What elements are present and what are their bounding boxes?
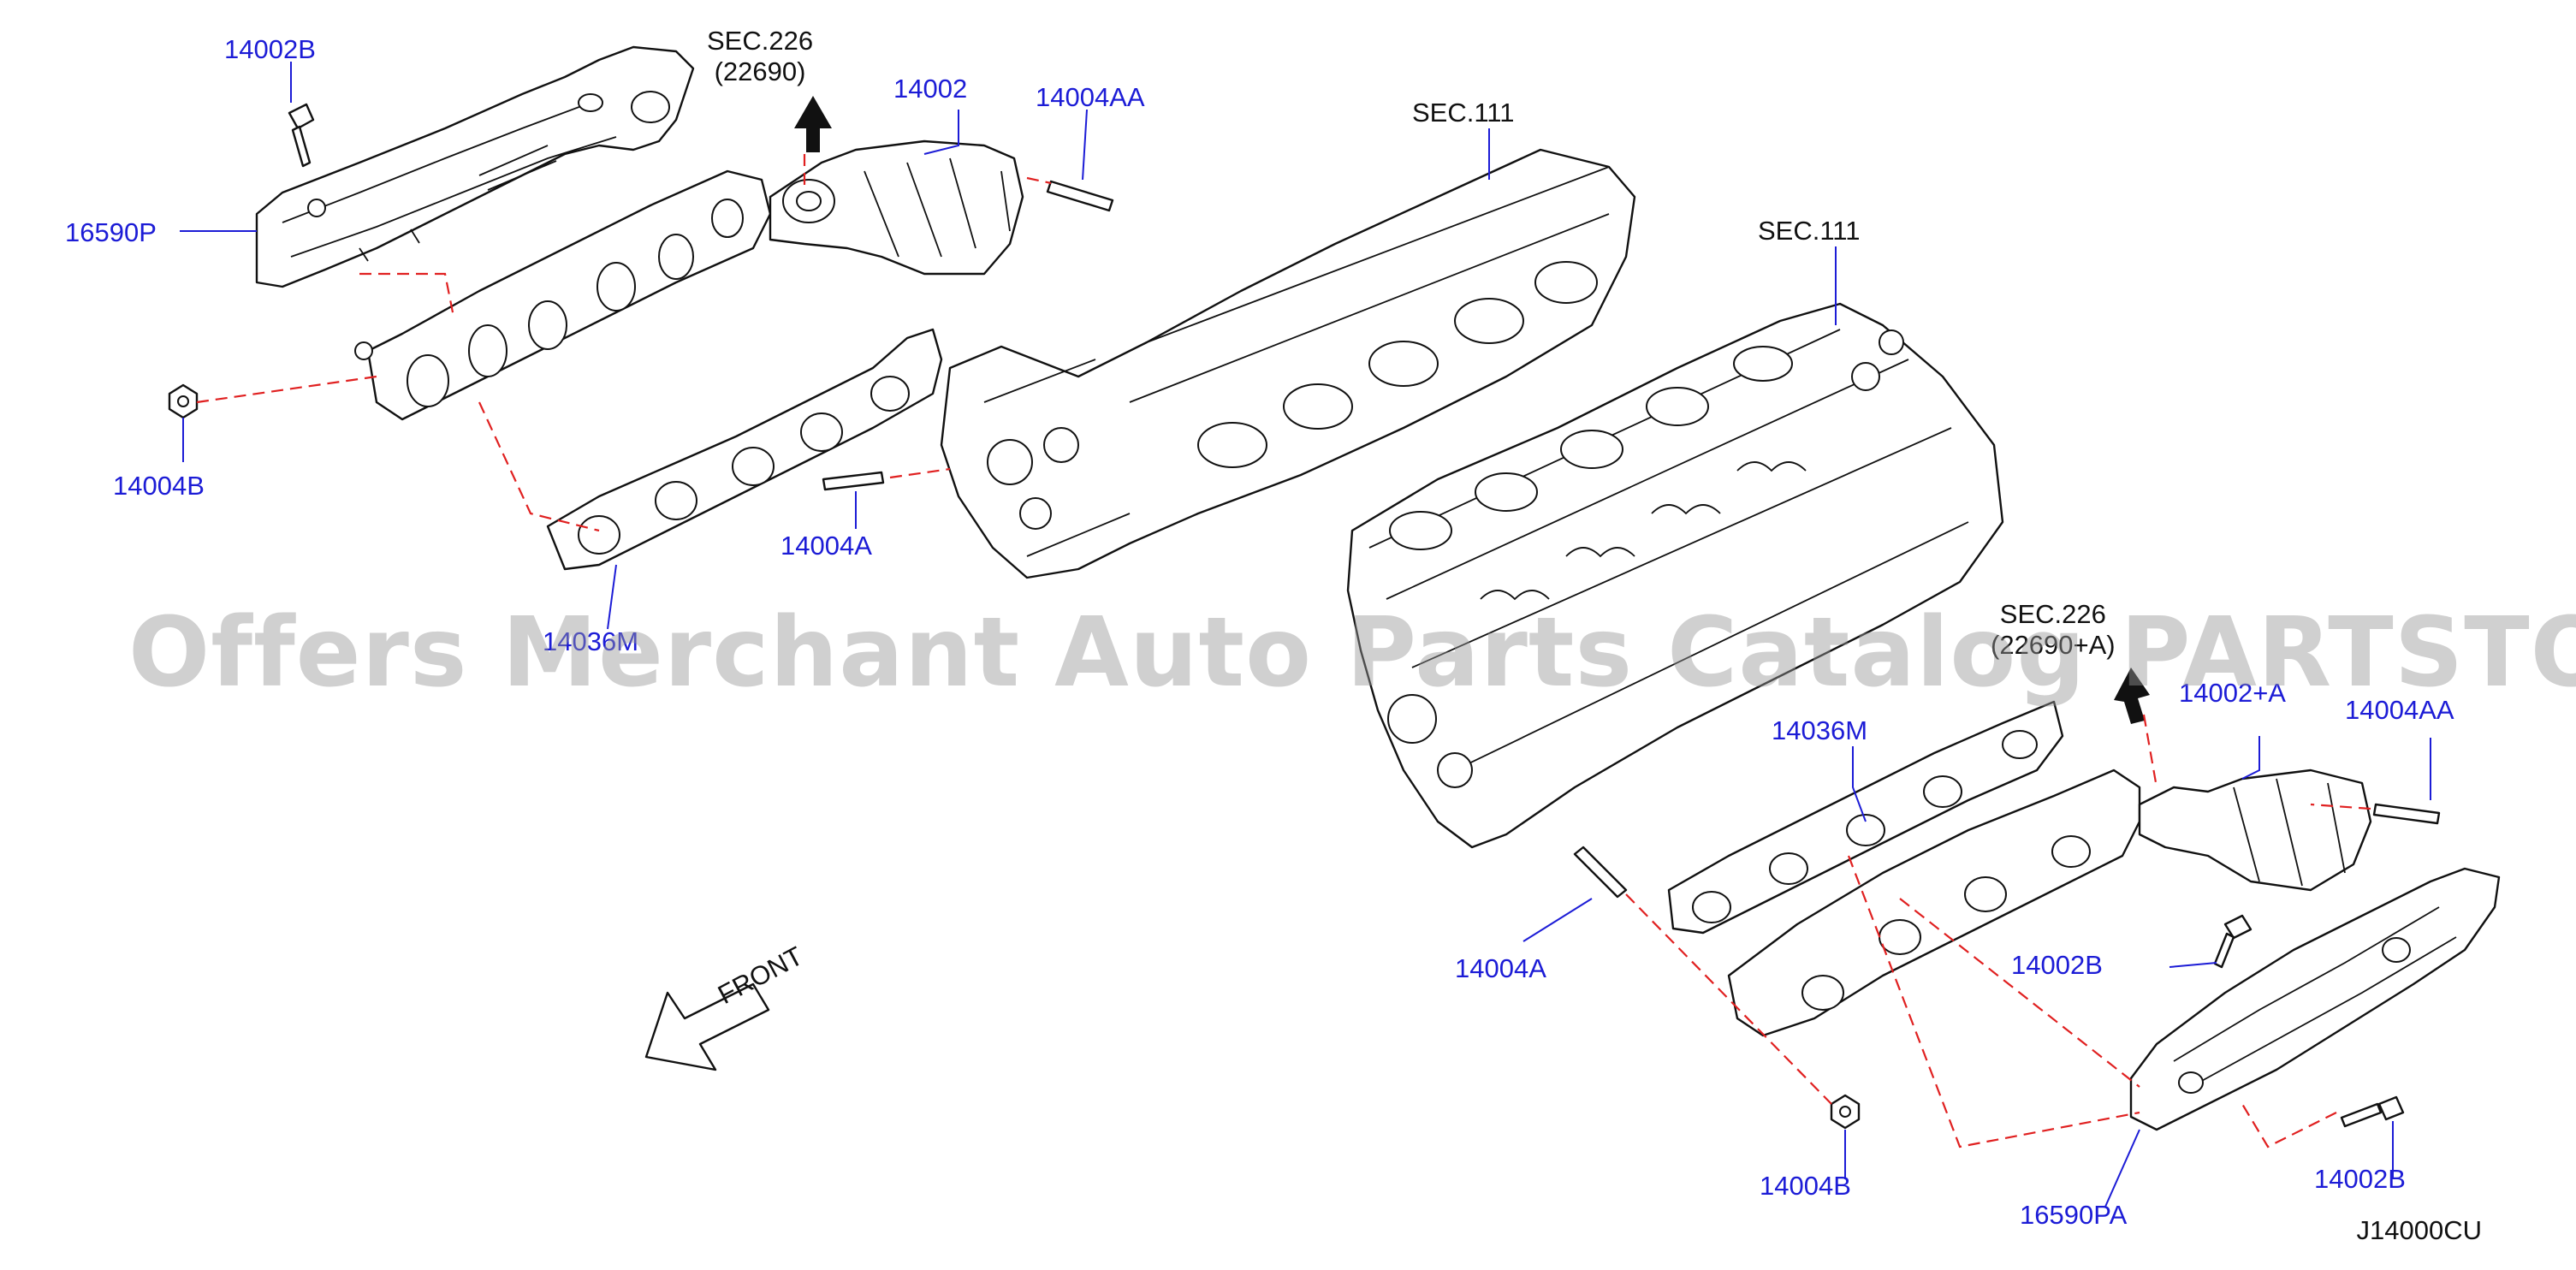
section-ref-111-right-line1: SEC.111 <box>1758 216 1861 246</box>
section-ref-111-left-line1: SEC.111 <box>1412 98 1515 128</box>
section-ref-111-left: SEC.111 <box>1412 98 1514 128</box>
section-ref-226-right-line2: (22690+A) <box>1991 629 2116 660</box>
part-label-14036m-left: 14036M <box>543 626 639 656</box>
bolt-14002b-bottom <box>2340 1095 2405 1128</box>
gasket-left <box>546 328 943 571</box>
stud-14004aa-right <box>2372 803 2441 825</box>
stud-14004aa-top <box>1046 180 1114 212</box>
catalytic-converter-right <box>2138 769 2372 892</box>
part-label-14004aa-top: 14004AA <box>1036 82 1145 112</box>
section-ref-226-top-line2: (22690) <box>714 56 806 86</box>
dashed-connections <box>196 154 2371 1148</box>
section-ref-226-top-line1: SEC.226 <box>707 26 814 56</box>
arrow-sec226-right <box>2114 668 2150 724</box>
part-label-14002a: 14002+A <box>2179 678 2286 708</box>
part-label-14004a-bottom: 14004A <box>1455 953 1546 983</box>
part-label-14004b-left: 14004B <box>113 471 205 501</box>
part-label-14002b-right: 14002B <box>2011 950 2103 980</box>
bolt-14002b-top <box>288 103 315 168</box>
section-ref-226-right-line1: SEC.226 <box>1999 599 2106 629</box>
stud-14004a-top <box>822 471 885 491</box>
section-ref-226-top: SEC.226 (22690) <box>707 26 813 86</box>
stud-14004a-bottom <box>1573 846 1628 899</box>
part-label-14004aa-right: 14004AA <box>2345 695 2454 725</box>
part-label-14002b-bottom: 14002B <box>2314 1164 2406 1194</box>
front-arrow-icon <box>644 982 770 1071</box>
section-ref-111-right: SEC.111 <box>1758 216 1860 246</box>
heat-shield-right <box>2129 867 2501 1131</box>
heat-shield-left <box>255 45 695 288</box>
nut-14004b-left <box>168 383 199 419</box>
part-label-14002b-top: 14002B <box>224 34 316 64</box>
arrow-sec226-top <box>794 96 832 152</box>
watermark-text: Offers Merchant Auto Parts Catalog PARTS… <box>128 597 2576 709</box>
exhaust-manifold-right <box>1727 769 2141 1037</box>
catalytic-converter-left <box>769 139 1024 276</box>
leader-lines <box>180 62 2431 1208</box>
cylinder-head-left <box>940 148 1636 579</box>
bolt-14002b-right <box>2213 914 2253 969</box>
part-label-14002: 14002 <box>893 74 968 104</box>
exhaust-manifold-left <box>354 169 772 421</box>
cylinder-head-right <box>1346 302 2004 849</box>
part-label-16590p: 16590P <box>65 217 157 247</box>
gasket-right <box>1667 700 2064 935</box>
part-label-14004a-top: 14004A <box>781 531 872 561</box>
part-label-14036m-right: 14036M <box>1772 715 1868 745</box>
nut-14004b-bottom <box>1830 1094 1861 1130</box>
section-ref-226-right: SEC.226 (22690+A) <box>1991 599 2116 660</box>
part-label-14004b-bottom: 14004B <box>1760 1171 1851 1201</box>
part-label-16590pa: 16590PA <box>2020 1200 2128 1230</box>
drawing-code: J14000CU <box>2356 1215 2482 1245</box>
